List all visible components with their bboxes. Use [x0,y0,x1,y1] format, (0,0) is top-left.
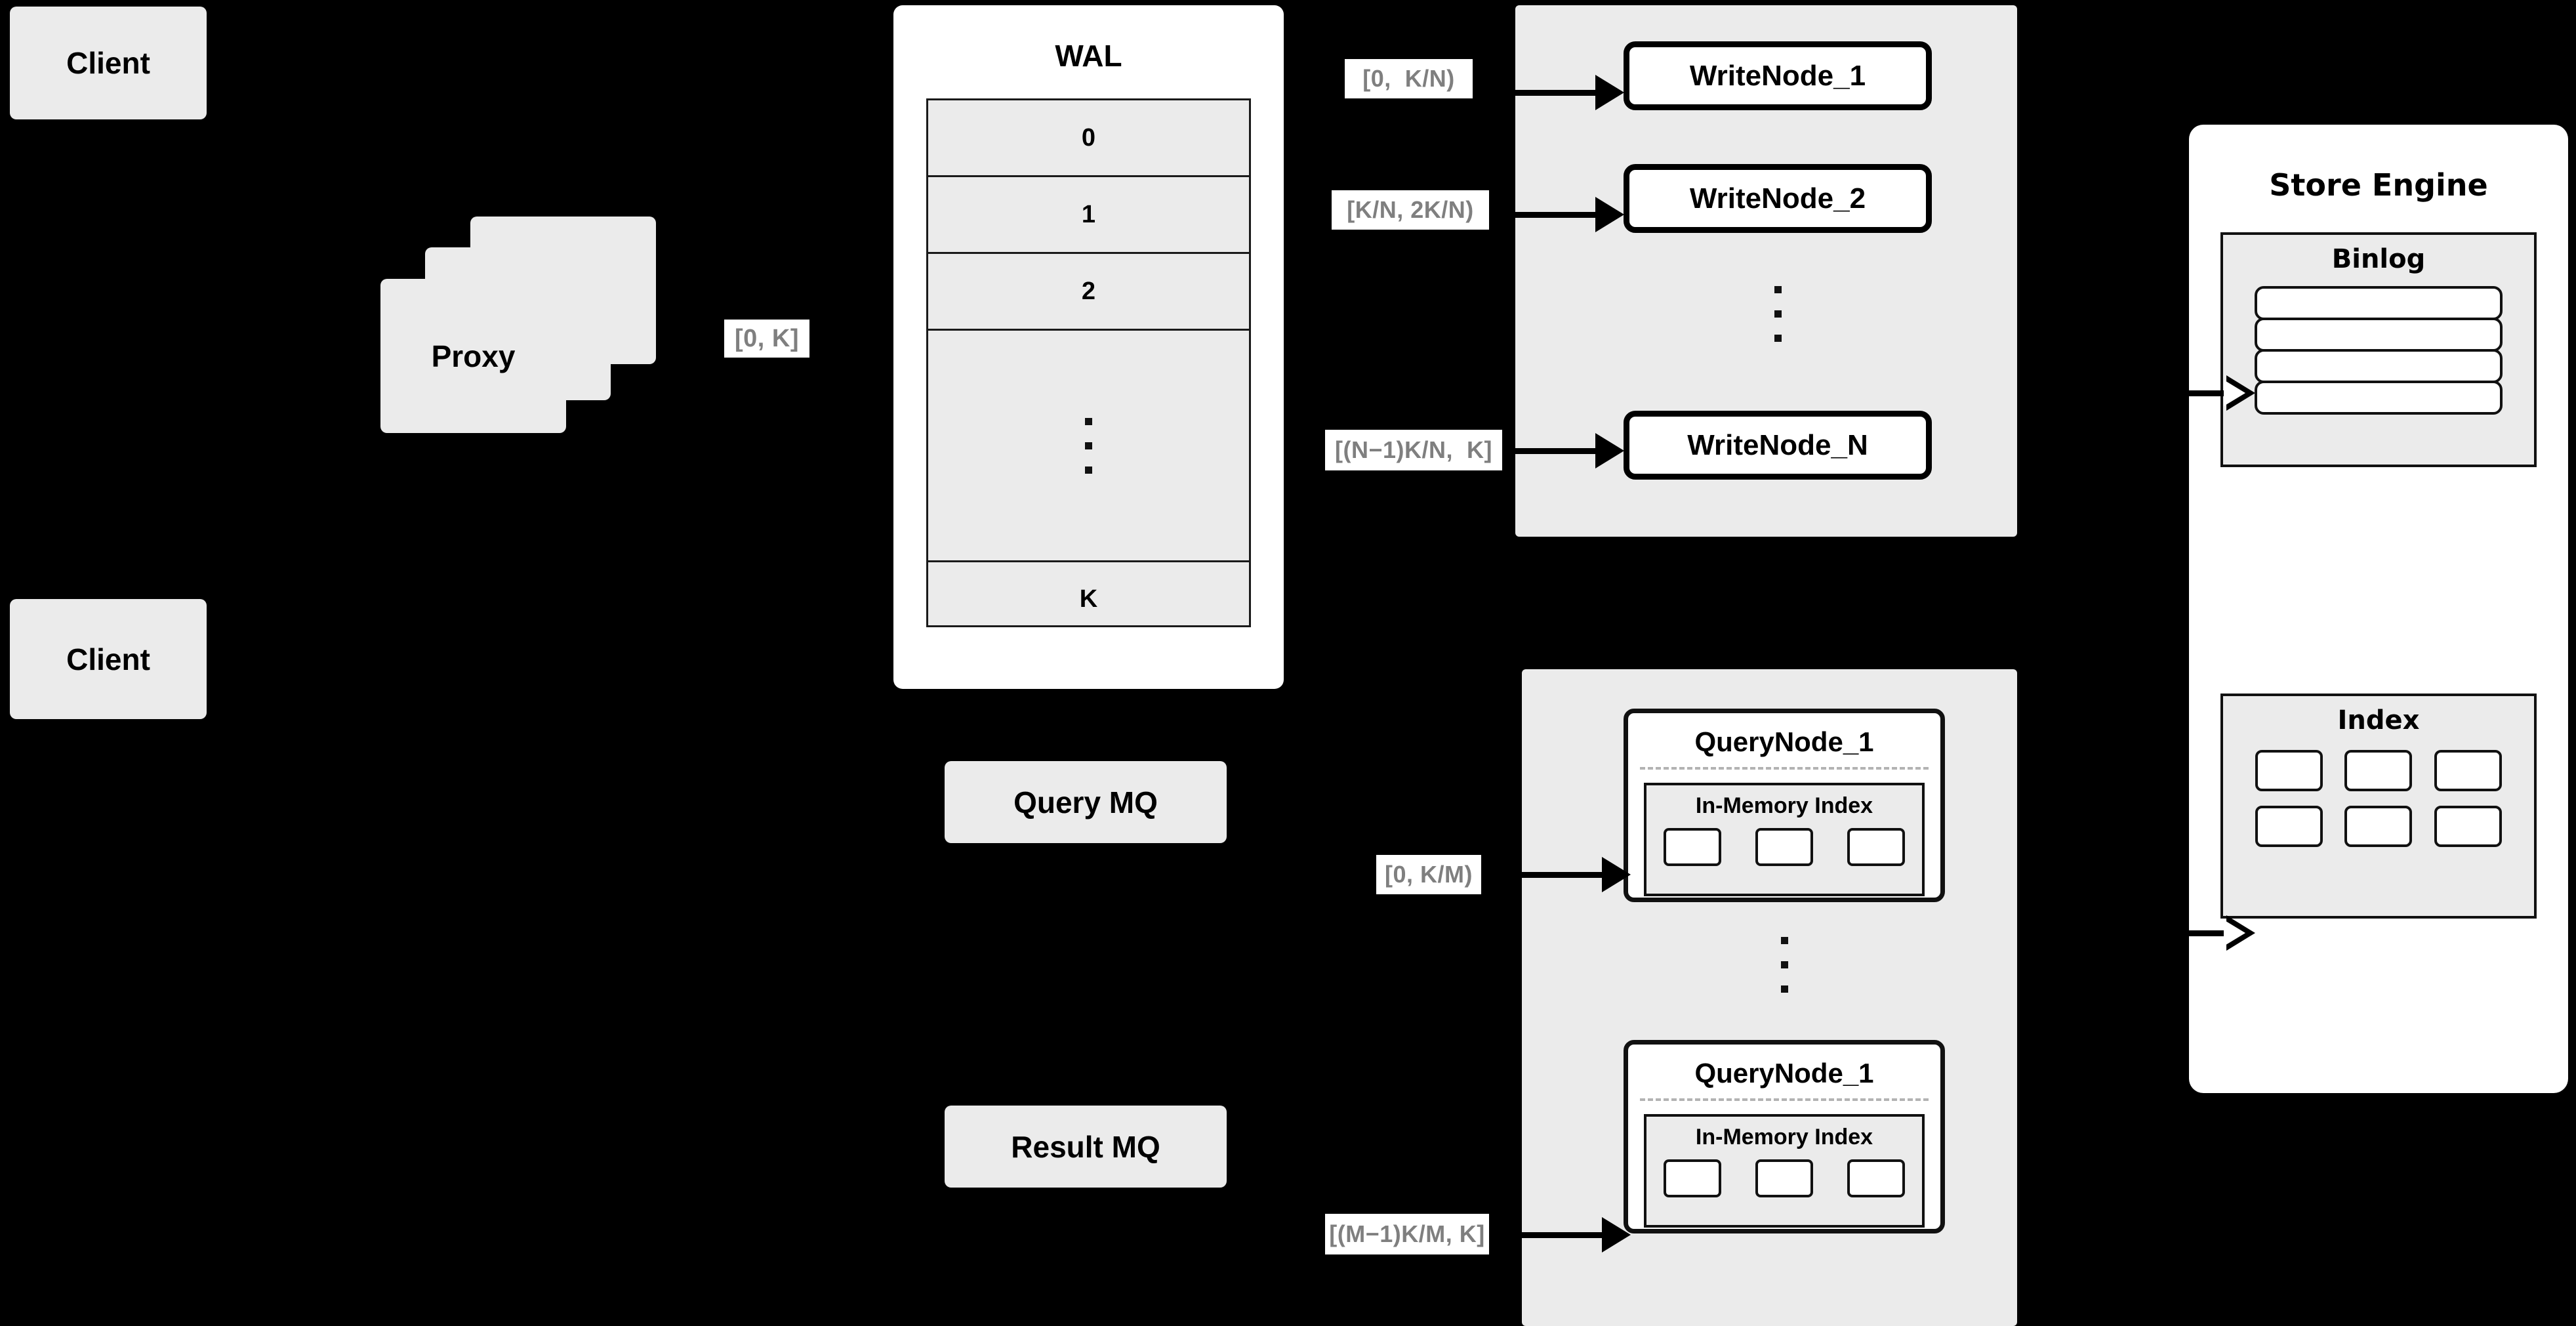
index-slot [1847,1159,1905,1197]
index-slot [1755,828,1813,866]
interval-tag-write-node-1-label: [0, K/N) [1362,65,1455,92]
store-index-slot [2255,750,2323,791]
arrow-to-write-node-1 [1509,75,1627,110]
result-mq-label: Result MQ [1011,1129,1160,1164]
wal-row: 2 [928,254,1249,331]
index-slot [1664,828,1721,866]
wal-table: 0 1 2 K [926,98,1251,627]
client-box-1[interactable]: Client [10,7,207,119]
index-title: Index [2337,705,2420,736]
in-memory-index-2-title: In-Memory Index [1695,1125,1873,1150]
in-memory-index-1: In-Memory Index [1644,783,1925,896]
query-node-1[interactable]: QueryNode_1 In-Memory Index [1624,709,1945,902]
arrow-to-binlog [2158,375,2263,411]
arrow-to-write-node-2 [1509,197,1627,232]
interval-tag-write-node-2: [K/N, 2K/N) [1332,190,1489,230]
write-node-1[interactable]: WriteNode_1 [1624,41,1932,110]
interval-tag-write-node-1: [0, K/N) [1345,59,1473,98]
result-mq-box[interactable]: Result MQ [945,1106,1227,1188]
store-index-slot [2434,750,2503,791]
write-node-2-label: WriteNode_2 [1689,182,1866,215]
binlog-title: Binlog [2331,244,2426,274]
write-node-n[interactable]: WriteNode_N [1624,411,1932,480]
query-mq-label: Query MQ [1013,785,1158,819]
index-slot [1755,1159,1813,1197]
query-node-1-label: QueryNode_1 [1694,726,1874,757]
in-memory-index-2: In-Memory Index [1644,1114,1925,1228]
in-memory-index-1-title: In-Memory Index [1695,793,1873,818]
write-node-1-label: WriteNode_1 [1689,59,1866,92]
query-nodes-group: QueryNode_1 In-Memory Index QueryNode_1 … [1522,669,2017,1326]
store-index-slot [2434,806,2503,847]
store-index-slot [2255,806,2323,847]
interval-tag-proxy: [0, K] [724,320,809,358]
binlog-bar [2255,349,2503,383]
wal-box: WAL 0 1 2 K [893,5,1284,689]
interval-tag-query-node-1-label: [0, K/M) [1385,861,1473,888]
index-slot [1664,1159,1721,1197]
arrow-to-index [2158,915,2263,951]
store-index-slot [2344,806,2413,847]
interval-tag-write-node-n-label: [(N−1)K/N, K] [1335,436,1492,463]
client-box-2[interactable]: Client [10,599,207,719]
vertical-dots-icon [1085,409,1092,482]
store-engine-box: Store Engine Binlog Index [2189,125,2568,1093]
binlog-bar [2255,381,2503,415]
write-node-2[interactable]: WriteNode_2 [1624,164,1932,233]
wal-row: K [1079,585,1098,613]
interval-tag-query-node-2-label: [(M−1)K/M, K] [1329,1220,1485,1247]
store-index-slot [2344,750,2413,791]
query-node-2-label: QueryNode_1 [1694,1058,1874,1088]
query-mq-box[interactable]: Query MQ [945,761,1227,843]
interval-tag-query-node-2: [(M−1)K/M, K] [1325,1214,1489,1254]
binlog-section: Binlog [2220,232,2537,467]
write-node-n-label: WriteNode_N [1687,428,1868,461]
interval-tag-proxy-label: [0, K] [735,324,799,352]
store-engine-title: Store Engine [2269,167,2488,203]
interval-tag-write-node-n: [(N−1)K/N, K] [1325,430,1502,470]
wal-row: 1 [928,177,1249,254]
query-nodes-ellipsis-icon [1765,919,1804,1010]
write-nodes-ellipsis-icon [1758,268,1797,360]
interval-tag-query-node-1: [0, K/M) [1376,855,1481,894]
binlog-bar [2255,286,2503,320]
arrow-to-query-node-1 [1509,857,1633,892]
arrow-to-write-node-n [1509,433,1627,468]
interval-tag-write-node-2-label: [K/N, 2K/N) [1347,196,1474,223]
index-slot [1847,828,1905,866]
wal-row-ellipsis [928,331,1249,562]
index-section: Index [2220,694,2537,919]
query-node-1-divider [1640,767,1929,770]
query-node-2[interactable]: QueryNode_1 In-Memory Index [1624,1040,1945,1233]
query-node-2-divider [1640,1098,1929,1101]
wal-title: WAL [1055,39,1122,73]
arrow-to-query-node-2 [1509,1217,1633,1253]
client-label-2: Client [66,642,150,676]
proxy-stack[interactable]: Proxy [380,217,656,433]
proxy-label: Proxy [431,339,516,373]
binlog-bar [2255,318,2503,352]
client-label-1: Client [66,46,150,80]
proxy-card-front[interactable]: Proxy [380,279,566,433]
wal-row: 0 [928,100,1249,177]
